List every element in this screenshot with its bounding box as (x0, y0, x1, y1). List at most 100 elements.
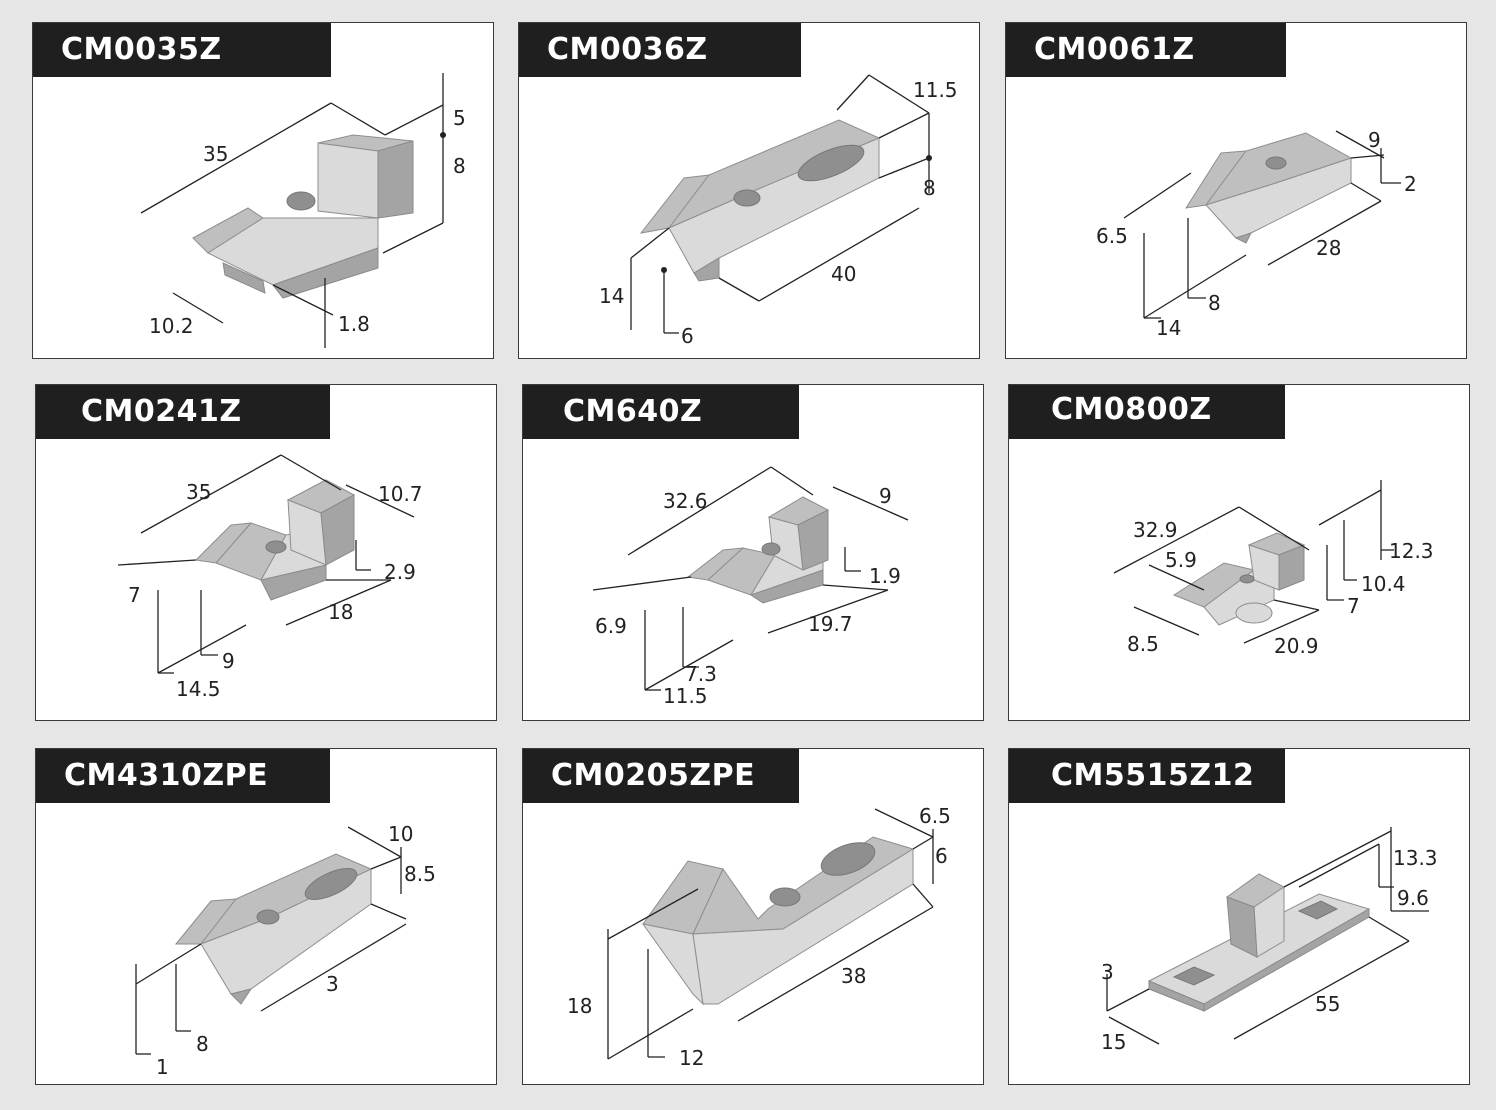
dimension-value: 5 (453, 106, 466, 130)
part-panel-cm640z: CM640Z 32.6 9 (522, 384, 984, 721)
part-illustration (1184, 132, 1353, 244)
dimension-value: 6 (681, 324, 694, 348)
dimension-lines (607, 808, 934, 1060)
dimension-value: 55 (1315, 992, 1340, 1016)
part-dimension-drawing: 32.9 12.3 5.9 10.4 7 8.5 20.9 (1113, 480, 1434, 658)
dimension-value: 9.6 (1397, 886, 1429, 910)
dimension-value: 19.7 (808, 612, 853, 636)
part-dimension-drawing: 6.5 6 38 18 12 (567, 804, 951, 1070)
dimension-value: 1.8 (338, 312, 370, 336)
part-code-label: CM0205ZPE (523, 749, 799, 803)
part-code-label: CM0035Z (33, 23, 331, 77)
dimension-value: 15 (1101, 1030, 1126, 1054)
dimension-value: 32.6 (663, 489, 708, 513)
dimension-value: 32.9 (1133, 518, 1178, 542)
part-dimension-drawing: 13.3 9.6 3 55 15 (1101, 827, 1438, 1054)
dimension-values: 13.3 9.6 3 55 15 (1101, 846, 1438, 1054)
dimension-value: 28 (1316, 236, 1341, 260)
part-dimension-drawing: 32.6 9 1.9 6.9 19.7 7.3 11.5 (592, 466, 909, 708)
dimension-value: 14 (599, 284, 624, 308)
dimension-value: 9 (879, 484, 892, 508)
dimension-value: 35 (186, 480, 211, 504)
dimension-value: 8.5 (1127, 632, 1159, 656)
part-code-label: CM5515Z12 (1009, 749, 1285, 803)
dimension-values: 6.5 6 38 18 12 (567, 804, 951, 1070)
dimension-lines (630, 74, 932, 334)
dimension-value: 3 (1101, 960, 1114, 984)
part-code-label: CM0036Z (519, 23, 801, 77)
part-dimension-drawing: 9 2 6.5 28 8 14 (1096, 128, 1417, 340)
part-panel-cm4310zpe: CM4310ZPE 10 8.5 3 8 1 (35, 748, 497, 1085)
part-illustration (192, 134, 414, 299)
dimension-value: 8.5 (404, 862, 436, 886)
dimension-value: 2.9 (384, 560, 416, 584)
dimension-lines (135, 826, 407, 1055)
part-panel-cm5515z12: CM5515Z12 13.3 9.6 (1008, 748, 1470, 1085)
dimension-values: 32.6 9 1.9 6.9 19.7 7.3 11.5 (595, 484, 901, 708)
dimension-value: 14 (1156, 316, 1181, 340)
part-panel-cm0205zpe: CM0205ZPE 6.5 6 38 18 12 (522, 748, 984, 1085)
dimension-values: 10 8.5 3 8 1 (156, 822, 436, 1079)
part-panel-cm0035z: CM0035Z 35 5 8 10.2 1.8 (32, 22, 494, 359)
dimension-lines (592, 466, 909, 691)
dimension-value: 10 (388, 822, 413, 846)
part-panel-cm0036z: CM0036Z 11.5 8 40 (518, 22, 980, 359)
dimension-values: 11.5 8 40 14 6 (599, 78, 958, 348)
dimension-lines (117, 454, 415, 674)
part-panel-cm0800z: CM0800Z 32.9 12.3 (1008, 384, 1470, 721)
dimension-value: 12.3 (1389, 539, 1434, 563)
part-code-label: CM640Z (523, 385, 799, 439)
part-code-label: CM0061Z (1006, 23, 1286, 77)
part-code-label: CM0800Z (1009, 385, 1285, 439)
dimension-values: 32.9 12.3 5.9 10.4 7 8.5 20.9 (1127, 518, 1434, 658)
dimension-value: 8 (1208, 291, 1221, 315)
dimension-value: 7 (128, 583, 141, 607)
dimension-value: 6 (935, 844, 948, 868)
dimension-value: 10.7 (378, 482, 423, 506)
part-dimension-drawing: 35 5 8 10.2 1.8 (140, 73, 466, 348)
part-dimension-drawing: 10 8.5 3 8 1 (135, 822, 436, 1079)
part-dimension-drawing: 11.5 8 40 14 6 (599, 74, 958, 348)
part-illustration (1147, 873, 1371, 1012)
dimension-value: 1.9 (869, 564, 901, 588)
dimension-value: 6.9 (595, 614, 627, 638)
dimension-lines (1123, 130, 1401, 319)
part-illustration (639, 119, 881, 282)
dimension-value: 35 (203, 142, 228, 166)
dimension-value: 11.5 (913, 78, 958, 102)
part-code-label: CM4310ZPE (36, 749, 330, 803)
dimension-value: 13.3 (1393, 846, 1438, 870)
dimension-value: 9 (1368, 128, 1381, 152)
dimension-value: 8 (923, 176, 936, 200)
dimension-value: 9 (222, 649, 235, 673)
dimension-value: 3 (326, 972, 339, 996)
dimension-lines (1113, 480, 1394, 644)
dimension-values: 9 2 6.5 28 8 14 (1096, 128, 1417, 340)
dimension-value: 11.5 (663, 684, 708, 708)
dimension-value: 38 (841, 964, 866, 988)
dimension-value: 5.9 (1165, 548, 1197, 572)
part-illustration (1172, 532, 1306, 626)
dimension-value: 7 (1347, 594, 1360, 618)
dimension-value: 18 (567, 994, 592, 1018)
dimension-value: 20.9 (1274, 634, 1319, 658)
dimension-value: 7.3 (685, 662, 717, 686)
dimension-values: 35 5 8 10.2 1.8 (149, 106, 466, 338)
dimension-value: 10.4 (1361, 572, 1406, 596)
dimension-values: 35 10.7 7 2.9 18 9 14.5 (128, 480, 423, 701)
dimension-value: 12 (679, 1046, 704, 1070)
dimension-value: 14.5 (176, 677, 221, 701)
dimension-value: 10.2 (149, 314, 194, 338)
part-panel-cm0061z: CM0061Z 9 2 6.5 28 8 (1005, 22, 1467, 359)
dimension-value: 18 (328, 600, 353, 624)
part-illustration (174, 853, 373, 1005)
dimension-lines (1106, 827, 1429, 1045)
dimension-value: 1 (156, 1055, 169, 1079)
dimension-value: 2 (1404, 172, 1417, 196)
dimension-value: 8 (196, 1032, 209, 1056)
dimension-value: 6.5 (1096, 224, 1128, 248)
part-illustration (194, 479, 356, 601)
dimension-value: 8 (453, 154, 466, 178)
dimension-value: 6.5 (919, 804, 951, 828)
part-code-label: CM0241Z (36, 385, 330, 439)
